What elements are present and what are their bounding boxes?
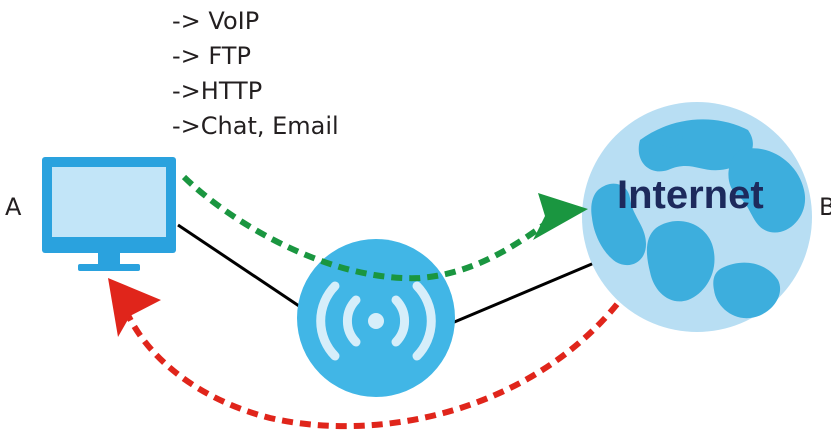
computer-icon — [42, 157, 176, 271]
endpoint-a-label: A — [5, 193, 22, 221]
outbound-arrowhead — [533, 193, 588, 240]
globe-icon — [582, 102, 812, 332]
link-router-internet — [451, 256, 607, 325]
endpoint-b-label: B — [819, 193, 831, 221]
traffic-item-http: ->HTTP — [172, 77, 263, 105]
inbound-arrowhead — [108, 278, 161, 337]
traffic-item-chat-email: ->Chat, Email — [172, 112, 339, 140]
traffic-type-list: -> VoIP -> FTP ->HTTP ->Chat, Email — [172, 4, 339, 144]
traffic-item-ftp: -> FTP — [172, 42, 251, 70]
outbound-traffic-arrow — [181, 174, 550, 282]
link-computer-router — [177, 223, 309, 314]
inbound-traffic-arrow — [125, 288, 631, 430]
traffic-item-voip: -> VoIP — [172, 7, 260, 35]
internet-label: Internet — [617, 173, 764, 217]
